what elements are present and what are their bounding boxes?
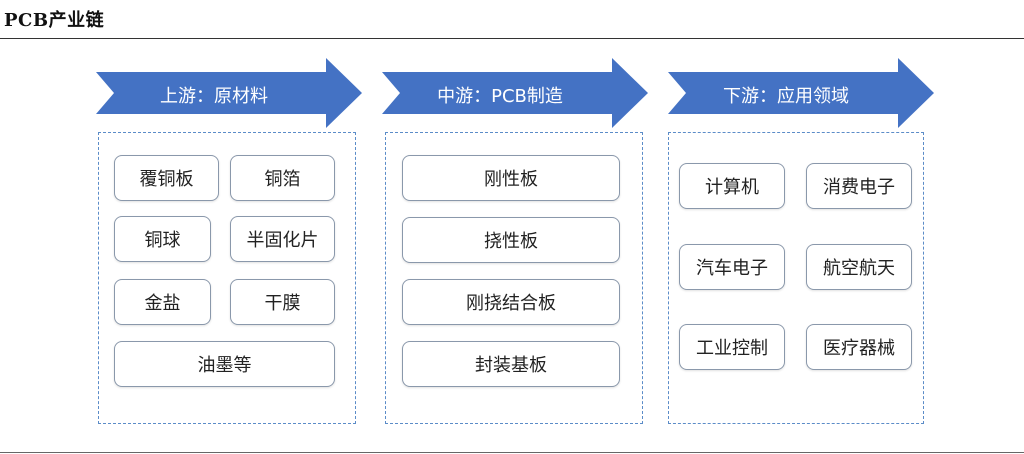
downstream-arrow: 下游：应用领域 (668, 58, 934, 128)
item-package-substrate: 封装基板 (402, 341, 620, 387)
item-rigid-flex-board: 刚挠结合板 (402, 279, 620, 325)
item-auto-electronics: 汽车电子 (679, 244, 785, 290)
item-medical-devices: 医疗器械 (806, 324, 912, 370)
midstream-arrow: 中游：PCB制造 (382, 58, 648, 128)
upstream-header: 上游：原材料 (160, 86, 268, 107)
item-flexible-board: 挠性板 (402, 217, 620, 263)
item-computer: 计算机 (679, 163, 785, 209)
item-aerospace: 航空航天 (806, 244, 912, 290)
item-consumer-electronics: 消费电子 (806, 163, 912, 209)
top-divider (0, 38, 1024, 39)
item-copper-clad-laminate: 覆铜板 (114, 155, 219, 201)
upstream-arrow: 上游：原材料 (96, 58, 362, 128)
item-gold-salt: 金盐 (114, 279, 211, 325)
midstream-section: 刚性板 挠性板 刚挠结合板 封装基板 (385, 132, 643, 424)
item-dry-film: 干膜 (230, 279, 335, 325)
item-industrial-control: 工业控制 (679, 324, 785, 370)
page-title: PCB产业链 (4, 10, 105, 31)
item-copper-foil: 铜箔 (230, 155, 335, 201)
item-ink-etc: 油墨等 (114, 341, 335, 387)
item-rigid-board: 刚性板 (402, 155, 620, 201)
item-prepreg: 半固化片 (230, 216, 335, 262)
midstream-header: 中游：PCB制造 (437, 86, 563, 107)
bottom-divider (0, 452, 1024, 453)
downstream-header: 下游：应用领域 (723, 86, 849, 107)
downstream-section: 计算机 消费电子 汽车电子 航空航天 工业控制 医疗器械 (668, 132, 924, 424)
item-copper-ball: 铜球 (114, 216, 211, 262)
upstream-section: 覆铜板 铜箔 铜球 半固化片 金盐 干膜 油墨等 (98, 132, 356, 424)
